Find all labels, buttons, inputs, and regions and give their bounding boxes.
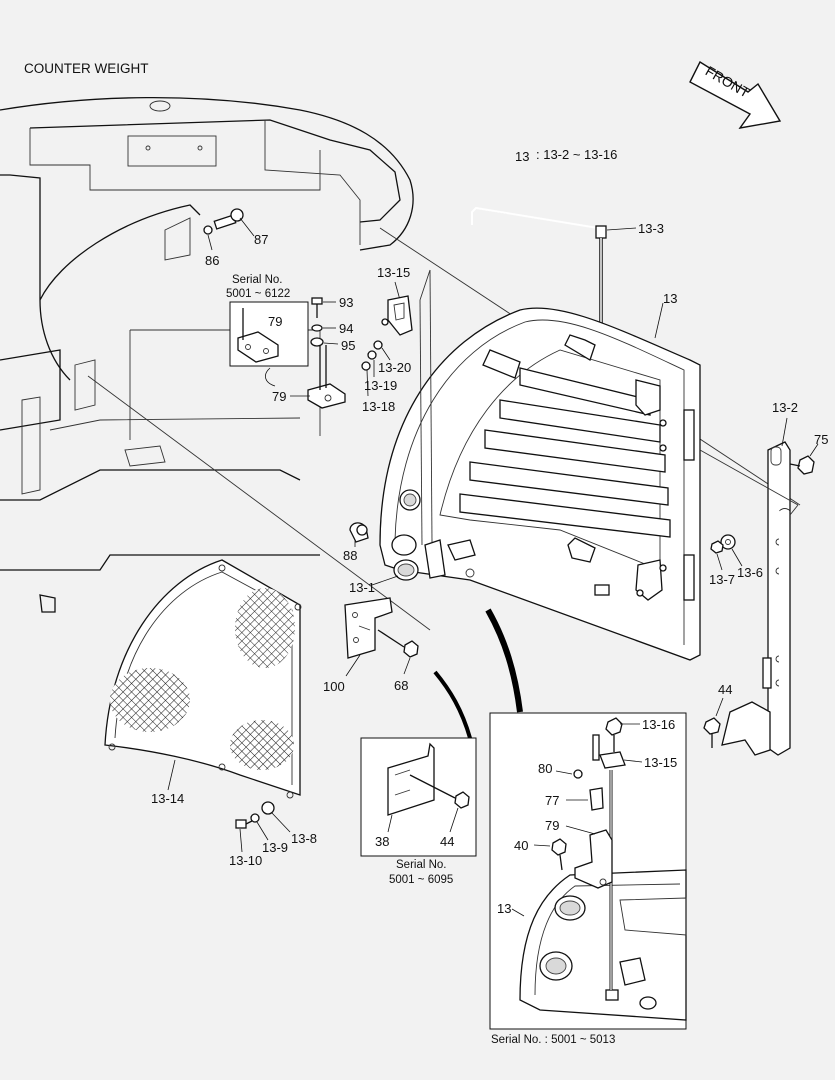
machine-frame bbox=[0, 96, 414, 613]
callout-79-lower: 79 bbox=[545, 818, 559, 833]
callout-77: 77 bbox=[545, 793, 559, 808]
callout-13-14: 13-14 bbox=[151, 791, 184, 806]
callout-79: 79 bbox=[272, 389, 286, 404]
washer-95 bbox=[310, 337, 324, 347]
callout-13-9: 13-9 bbox=[262, 840, 288, 855]
callout-13-3: 13-3 bbox=[638, 221, 664, 236]
bolt-13-18 bbox=[361, 361, 371, 371]
svg-text:⌒: ⌒ bbox=[779, 508, 791, 521]
callout-94: 94 bbox=[339, 321, 353, 336]
nut-13-7 bbox=[710, 540, 724, 554]
washer-13-9 bbox=[250, 813, 260, 823]
inset-mid-serial-line1: Serial No. bbox=[396, 859, 447, 871]
callout-13-15-upper: 13-15 bbox=[377, 265, 410, 280]
callout-13-8: 13-8 bbox=[291, 831, 317, 846]
callout-79-inset: 79 bbox=[268, 314, 282, 329]
washer-13-8 bbox=[261, 801, 275, 815]
callout-93: 93 bbox=[339, 295, 353, 310]
callout-86: 86 bbox=[205, 253, 219, 268]
callout-95: 95 bbox=[341, 338, 355, 353]
callout-13-19: 13-19 bbox=[364, 378, 397, 393]
assembly-note-id: 13 bbox=[515, 149, 529, 164]
callout-44-right: 44 bbox=[718, 682, 732, 697]
bolt-13-10 bbox=[235, 819, 253, 829]
callout-13-1: 13-1 bbox=[349, 580, 375, 595]
bolt-87 bbox=[203, 208, 244, 235]
callout-13-15-lower: 13-15 bbox=[644, 755, 677, 770]
washer-13-20 bbox=[373, 340, 383, 350]
door-13 bbox=[379, 269, 701, 661]
callout-80: 80 bbox=[538, 761, 552, 776]
callout-44-inset: 44 bbox=[440, 834, 454, 849]
callout-68: 68 bbox=[394, 678, 408, 693]
callout-75: 75 bbox=[814, 432, 828, 447]
washer-94 bbox=[311, 324, 323, 332]
hinge-plate-13-2: ⌒ bbox=[762, 441, 791, 756]
callout-13-7: 13-7 bbox=[709, 572, 735, 587]
bracket-79-inset bbox=[237, 308, 279, 363]
bolt-44-inset bbox=[409, 774, 470, 809]
callout-100: 100 bbox=[323, 679, 345, 694]
inset-bottom-parts bbox=[519, 717, 687, 1021]
bracket-38 bbox=[387, 742, 435, 816]
bracket-44-right bbox=[703, 701, 771, 756]
callout-13-20: 13-20 bbox=[378, 360, 411, 375]
page-title: COUNTER WEIGHT bbox=[24, 61, 149, 76]
inset-upper-serial-line1: Serial No. bbox=[232, 274, 283, 286]
bolt-75 bbox=[789, 455, 815, 475]
callout-40: 40 bbox=[514, 838, 528, 853]
bolt-93 bbox=[311, 297, 323, 318]
inset-bottom-serial: Serial No. : 5001 ~ 5013 bbox=[491, 1034, 615, 1046]
inset-mid-serial-line2: 5001 ~ 6095 bbox=[389, 874, 453, 886]
inset-upper-serial-line2: 5001 ~ 6122 bbox=[226, 288, 290, 300]
clip-88 bbox=[349, 522, 369, 543]
callout-13-6: 13-6 bbox=[737, 565, 763, 580]
front-arrow-icon: FRONT bbox=[689, 60, 782, 129]
washer-13-19 bbox=[367, 350, 377, 360]
callout-13-16: 13-16 bbox=[642, 717, 675, 732]
bolt-68 bbox=[377, 629, 419, 658]
callout-38: 38 bbox=[375, 834, 389, 849]
callout-13-18: 13-18 bbox=[362, 399, 395, 414]
assembly-note-range: : 13-2 ~ 13-16 bbox=[536, 147, 617, 162]
mesh-cover-13-14 bbox=[104, 559, 302, 799]
bracket-100 bbox=[344, 597, 393, 659]
callout-13-door: 13 bbox=[663, 291, 677, 306]
washer-13-6 bbox=[720, 534, 736, 550]
latch-13-15 bbox=[381, 295, 413, 336]
bracket-79 bbox=[307, 345, 346, 409]
callout-13-10: 13-10 bbox=[229, 853, 262, 868]
callout-13-lower: 13 bbox=[497, 901, 511, 916]
callout-88: 88 bbox=[343, 548, 357, 563]
callout-13-2: 13-2 bbox=[772, 400, 798, 415]
callout-87: 87 bbox=[254, 232, 268, 247]
